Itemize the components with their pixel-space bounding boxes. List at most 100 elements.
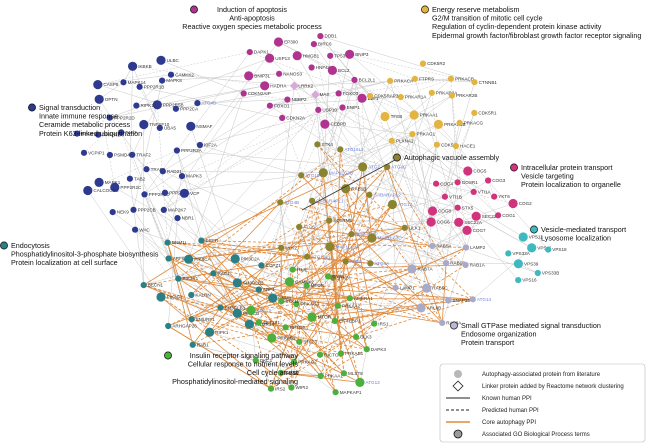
protein-node[interactable]: HNF4A	[308, 64, 332, 71]
protein-node[interactable]: ARHGAP26	[165, 322, 197, 330]
protein-node[interactable]: GABARAP	[348, 231, 378, 238]
protein-node[interactable]: MAPK8	[159, 77, 182, 84]
protein-node[interactable]: ATG4B	[277, 199, 299, 206]
protein-node[interactable]: E2F1	[357, 93, 379, 103]
protein-node[interactable]: LAMP2	[462, 244, 486, 251]
protein-node[interactable]: COG1	[495, 212, 516, 219]
protein-node[interactable]: STK11	[278, 298, 300, 305]
protein-node[interactable]: COG7	[462, 225, 486, 235]
protein-node[interactable]: COG6	[426, 217, 451, 227]
protein-node[interactable]: PPP2R2D	[106, 114, 136, 121]
protein-node[interactable]: VPS18	[545, 246, 567, 253]
protein-node[interactable]: PRKAG1	[409, 131, 436, 138]
protein-node[interactable]: TAB3	[118, 129, 137, 136]
protein-node[interactable]: MTMR14	[244, 319, 275, 329]
protein-node[interactable]: ATG10	[298, 172, 320, 179]
protein-node[interactable]: PPP2CA	[172, 105, 199, 112]
protein-node[interactable]: GABARAPL2	[366, 191, 401, 198]
protein-node[interactable]: PRKAR2B	[448, 92, 478, 99]
protein-node[interactable]: STAT3	[296, 338, 317, 345]
protein-node[interactable]: IRS2	[267, 385, 286, 392]
protein-node[interactable]: ARF6	[165, 255, 185, 262]
protein-node[interactable]: PRKAR1A	[397, 94, 428, 101]
protein-node[interactable]: FOXO3	[335, 90, 359, 97]
protein-node[interactable]: KALRN	[188, 291, 211, 299]
protein-node[interactable]: CDK5R2	[419, 60, 446, 67]
protein-node[interactable]: RAC1	[210, 270, 230, 277]
protein-node[interactable]: BIRC6	[310, 41, 332, 48]
protein-node[interactable]: SH3GLB1	[217, 304, 246, 311]
protein-node[interactable]: FTPRS	[411, 75, 434, 82]
protein-node[interactable]: SEC22A	[454, 217, 483, 227]
protein-node[interactable]: TRAF2	[129, 151, 151, 158]
protein-node[interactable]: RAB5C	[422, 283, 448, 293]
protein-node[interactable]: SNAP25	[445, 297, 470, 304]
protein-node[interactable]: VPS11	[518, 232, 544, 242]
protein-node[interactable]: PIK3C2A	[230, 254, 261, 264]
protein-node[interactable]: DNM1L	[164, 239, 188, 246]
protein-node[interactable]: MAP1LC3C	[367, 233, 402, 243]
protein-node[interactable]: BNIP3L	[244, 71, 271, 81]
protein-node[interactable]: ATG16L1	[304, 253, 331, 260]
protein-node[interactable]: RAB1A	[462, 261, 486, 269]
protein-node[interactable]: TAB2	[126, 175, 146, 182]
protein-node[interactable]: LAMP1	[392, 284, 416, 291]
protein-node[interactable]: CDKN2A	[279, 114, 306, 121]
protein-node[interactable]: SEC22B	[471, 211, 500, 221]
protein-node[interactable]: ULK1	[401, 224, 421, 231]
protein-node[interactable]: PPP2R5B	[152, 100, 184, 110]
protein-node[interactable]: DAPK1	[246, 49, 270, 56]
protein-node[interactable]: PIK3C3	[156, 292, 183, 302]
protein-node[interactable]: COG8	[427, 206, 452, 216]
protein-node[interactable]: NBR1	[174, 215, 194, 222]
protein-node[interactable]: HACE1	[452, 142, 476, 150]
protein-node[interactable]: CDK5RAP3	[367, 92, 399, 100]
protein-node[interactable]: COG4	[433, 180, 454, 187]
protein-node[interactable]: ATG4C	[384, 163, 407, 171]
protein-node[interactable]: EGFR	[198, 237, 219, 244]
protein-node[interactable]: PIK3CA	[184, 254, 211, 264]
protein-node[interactable]: MTOR	[303, 282, 325, 289]
protein-node[interactable]: PPP2R1B	[136, 83, 165, 90]
protein-node[interactable]: MTOR	[307, 312, 332, 322]
protein-node[interactable]: VCP	[179, 188, 200, 198]
protein-node[interactable]: MAP2K7	[160, 206, 187, 213]
protein-node[interactable]: STX5	[454, 204, 474, 211]
protein-node[interactable]: NBBP2	[284, 96, 307, 103]
protein-node[interactable]: GABARAPL1	[309, 197, 344, 204]
protein-node[interactable]: ATG14	[469, 296, 492, 303]
protein-node[interactable]: VTI1B	[441, 193, 462, 200]
protein-node[interactable]: CEBPB	[320, 119, 346, 129]
protein-node[interactable]: FOXO1	[266, 102, 290, 109]
protein-node[interactable]: IRS1	[371, 320, 389, 327]
protein-node[interactable]: RALB	[74, 130, 93, 137]
protein-node[interactable]: BNIP3	[345, 49, 369, 59]
protein-node[interactable]: VCPIP1	[80, 149, 105, 156]
protein-node[interactable]: MAPK14	[120, 79, 146, 86]
protein-node[interactable]: VTI1A	[470, 188, 492, 195]
protein-node[interactable]: PRKAB2	[267, 333, 296, 343]
protein-node[interactable]: RAB5A	[429, 242, 452, 250]
protein-node[interactable]: HADHA	[260, 81, 287, 91]
protein-node[interactable]: COG3	[485, 177, 506, 184]
protein-node[interactable]: PRKACA	[387, 77, 414, 84]
protein-node[interactable]: COG2	[508, 198, 532, 209]
protein-node[interactable]: ULBC	[156, 55, 180, 65]
protein-node[interactable]: LRRK2	[289, 81, 314, 91]
protein-node[interactable]: TRAF6	[143, 166, 166, 173]
protein-node[interactable]: ATG3	[342, 258, 362, 265]
protein-node[interactable]: PRKAA1	[317, 372, 344, 380]
protein-node[interactable]: EIF4EBP1	[331, 317, 361, 324]
protein-node[interactable]: PRKAA2	[334, 302, 361, 309]
protein-node[interactable]: MAP1LC3B	[318, 168, 353, 178]
protein-node[interactable]: PPP2R5D	[141, 191, 170, 198]
protein-node[interactable]: WIPI2	[288, 384, 308, 391]
protein-node[interactable]: ATG16L2	[337, 146, 364, 153]
protein-node[interactable]: VPS16	[515, 277, 537, 284]
protein-node[interactable]: STK3	[330, 274, 349, 281]
protein-node[interactable]: PRKAG2	[291, 358, 317, 365]
protein-node[interactable]: SAFB2	[277, 369, 300, 376]
protein-node[interactable]: SQSTM1	[326, 217, 353, 224]
protein-node[interactable]: OPTN	[94, 94, 118, 104]
protein-node[interactable]: NEK9	[109, 209, 130, 216]
